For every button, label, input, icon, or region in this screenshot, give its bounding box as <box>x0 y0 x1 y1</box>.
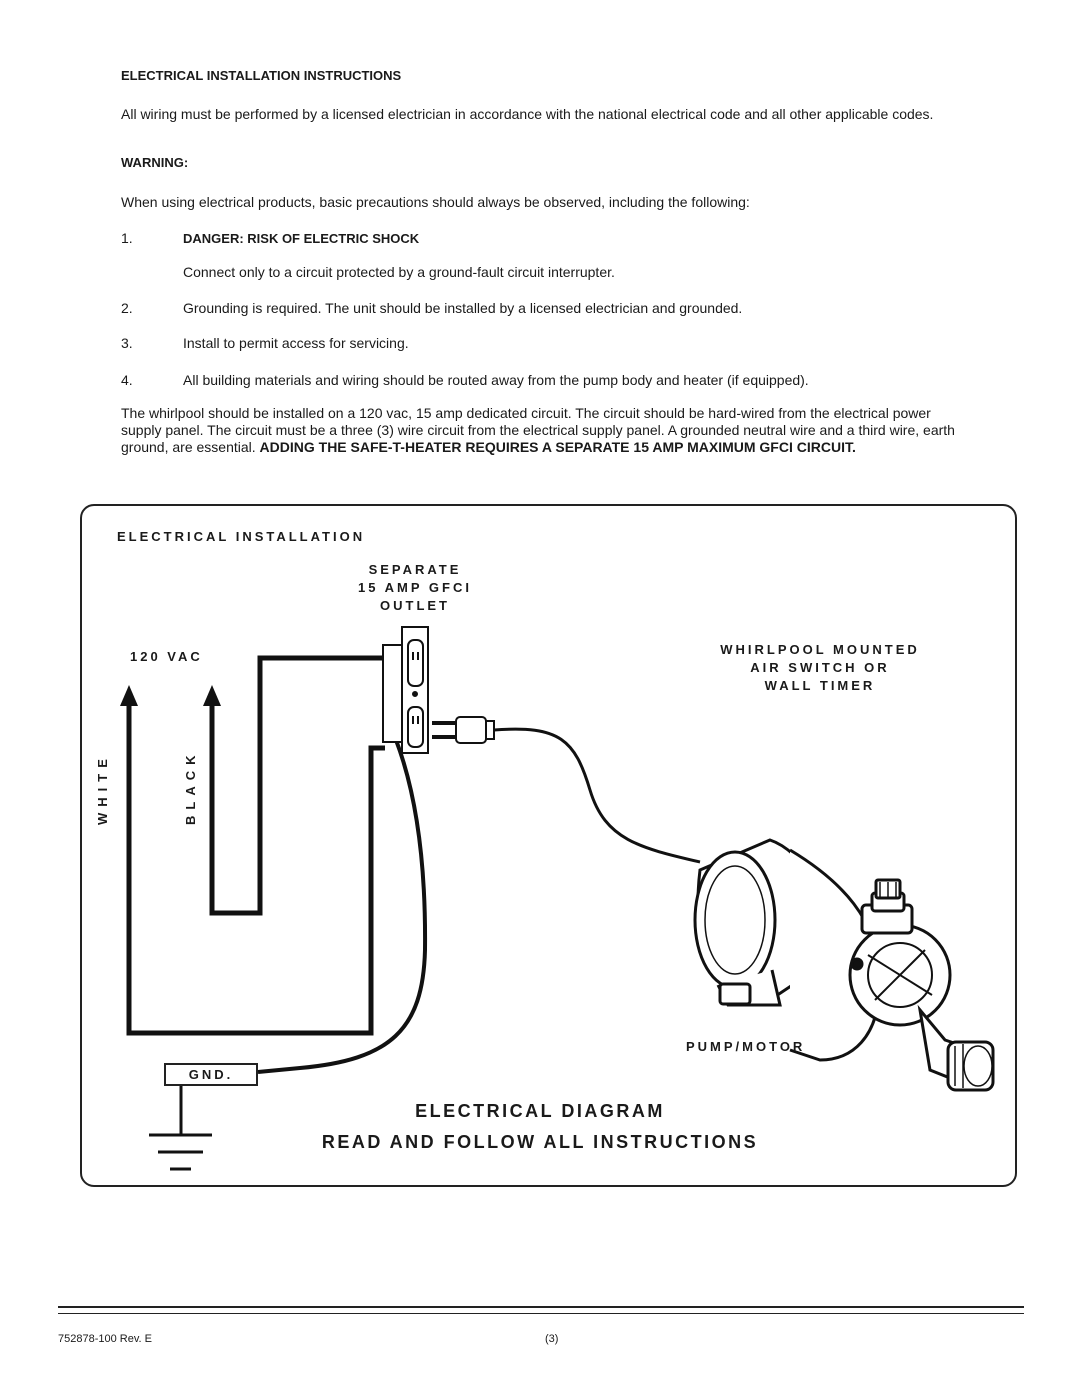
black-wire-label: BLACK <box>183 749 198 826</box>
switch-label-line1: WHIRLPOOL MOUNTED <box>720 642 920 657</box>
pump-cord <box>493 727 701 864</box>
voltage-label: 120 VAC <box>130 649 203 664</box>
item-title: DANGER: RISK OF ELECTRIC SHOCK <box>183 231 420 246</box>
black-wire <box>209 655 385 916</box>
outlet-label-line3: OUTLET <box>380 598 450 613</box>
doc-number: 752878-100 Rev. E <box>58 1333 152 1345</box>
closing-text: The whirlpool should be installed on a 1… <box>121 405 955 455</box>
item-text: All building materials and wiring should… <box>183 372 809 388</box>
diagram-caption: ELECTRICAL DIAGRAM <box>415 1101 665 1121</box>
diagram-instruction: READ AND FOLLOW ALL INSTRUCTIONS <box>321 1132 759 1152</box>
item-number: 2. <box>121 300 133 316</box>
switch-label-line3: WALL TIMER <box>764 678 876 693</box>
section-title: ELECTRICAL INSTALLATION INSTRUCTIONS <box>121 68 402 83</box>
outlet-label-line1: SEPARATE <box>368 562 462 577</box>
item-text: Grounding is required. The unit should b… <box>183 300 743 316</box>
white-wire-label: WHITE <box>95 753 110 825</box>
gfci-outlet <box>382 626 429 754</box>
item-number: 3. <box>121 335 133 351</box>
outlet-label-line2: 15 AMP GFCI <box>358 580 472 595</box>
white-arrow <box>120 685 138 706</box>
pump-motor-illustration <box>693 838 995 1092</box>
warning-text: When using electrical products, basic pr… <box>121 194 750 210</box>
closing-bold: ADDING THE SAFE-T-HEATER REQUIRES A SEPA… <box>259 439 856 455</box>
page-number: (3) <box>545 1333 559 1345</box>
item-number: 1. <box>121 230 133 246</box>
item-number: 4. <box>121 372 133 388</box>
switch-label-line2: AIR SWITCH OR <box>750 660 890 675</box>
ground-label: GND. <box>164 1063 258 1086</box>
power-plug <box>432 716 495 744</box>
item-text: Connect only to a circuit protected by a… <box>183 264 615 280</box>
pump-label: PUMP/MOTOR <box>686 1039 806 1054</box>
intro-paragraph: All wiring must be performed by a licens… <box>121 106 934 122</box>
footer-rule-thin <box>58 1313 1024 1314</box>
closing-paragraph: The whirlpool should be installed on a 1… <box>121 405 961 456</box>
black-arrow <box>203 685 221 706</box>
item-text: Install to permit access for servicing. <box>183 335 409 351</box>
footer-rule-thick <box>58 1306 1024 1308</box>
white-wire <box>126 705 385 1036</box>
diagram-title: ELECTRICAL INSTALLATION <box>117 529 366 544</box>
warning-label: WARNING: <box>121 155 189 170</box>
ground-wire <box>257 739 428 1074</box>
diagram-frame <box>80 504 1017 1187</box>
ground-symbol <box>149 1086 212 1171</box>
